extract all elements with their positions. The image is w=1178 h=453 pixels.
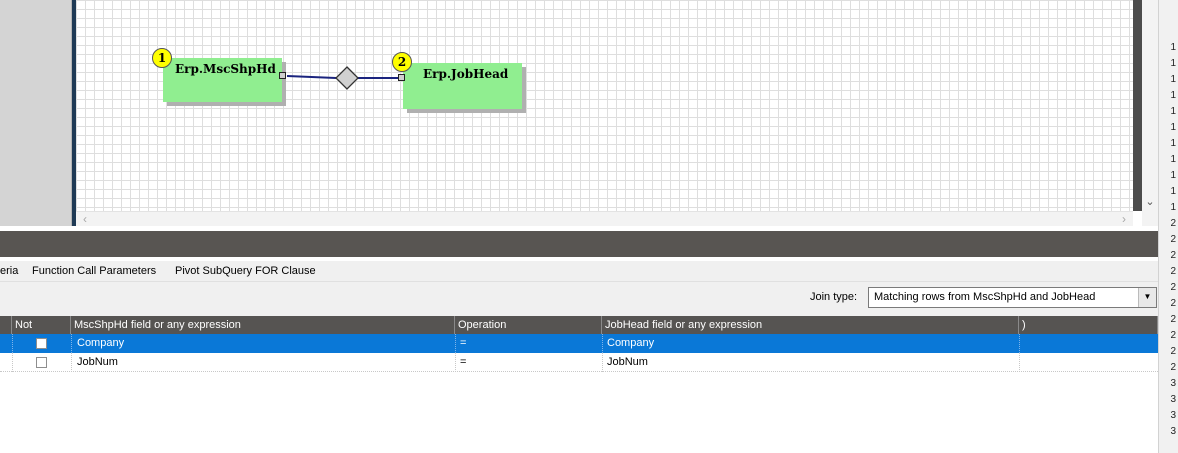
divider [71,353,72,372]
line-number: 1 [1170,42,1176,53]
line-number: 3 [1170,426,1176,437]
left-panel [0,0,72,226]
column-header-not[interactable]: Not [12,316,71,334]
left-field-cell[interactable]: Company [77,337,125,349]
line-number: 2 [1170,346,1176,357]
connector-port-icon[interactable] [279,72,286,79]
panel-header [0,231,1158,257]
not-checkbox[interactable] [36,338,47,349]
line-number: 3 [1170,410,1176,421]
left-field-cell[interactable]: JobNum [77,356,118,368]
scroll-down-icon[interactable]: ⌄ [1145,196,1155,208]
join-conditions-grid: Not MscShpHd field or any expression Ope… [0,316,1158,453]
scroll-right-icon[interactable]: › [1122,212,1126,226]
column-header-operation[interactable]: Operation [455,316,602,334]
chevron-down-icon[interactable]: ▼ [1138,288,1156,307]
table-name: Erp.JobHead [423,67,509,81]
line-number: 2 [1170,234,1176,245]
divider [12,353,13,372]
line-number: 3 [1170,378,1176,389]
horizontal-scrollbar[interactable]: ‹ › [76,211,1133,226]
scroll-left-icon[interactable]: ‹ [83,212,87,226]
divider [455,334,456,353]
divider [602,353,603,372]
line-number: 1 [1170,106,1176,117]
column-header-row-indicator [0,316,12,334]
tab-pivot-subquery[interactable]: Pivot SubQuery FOR Clause [175,265,316,277]
divider [1019,353,1020,372]
panel-splitter[interactable] [72,0,76,226]
table-box-jobhead[interactable]: Erp.JobHead [403,63,522,109]
line-number: 2 [1170,362,1176,373]
divider [71,334,72,353]
line-number: 2 [1170,330,1176,341]
join-type-select[interactable]: Matching rows from MscShpHd and JobHead … [868,287,1157,308]
join-type-label: Join type: [810,291,858,303]
line-number: 1 [1170,74,1176,85]
table-number-badge: 1 [152,48,172,68]
line-number: 3 [1170,394,1176,405]
line-number-column: 1 1 1 1 1 1 1 1 1 1 1 2 2 2 2 2 2 2 2 2 2 3 3 3 3 [1158,0,1178,453]
diagram-canvas[interactable]: Erp.MscShpHd 1 Erp.JobHead 2 [76,0,1133,211]
divider [12,334,13,353]
join-connector [286,66,399,90]
line-number: 2 [1170,250,1176,261]
line-number: 1 [1170,122,1176,133]
line-number: 2 [1170,266,1176,277]
line-number: 2 [1170,282,1176,293]
canvas-border [1133,0,1142,211]
column-header-right-field[interactable]: JobHead field or any expression [602,316,1019,334]
divider [602,334,603,353]
line-number: 2 [1170,314,1176,325]
line-number: 1 [1170,154,1176,165]
right-field-cell[interactable]: JobNum [607,356,648,368]
line-number: 1 [1170,138,1176,149]
vertical-scrollbar[interactable]: ⌄ [1142,0,1158,226]
table-name: Erp.MscShpHd [175,62,276,76]
table-number-badge: 2 [392,52,412,72]
line-number: 1 [1170,186,1176,197]
divider [0,281,1158,282]
join-diamond-icon[interactable] [335,66,359,90]
divider [455,353,456,372]
table-row[interactable]: Company = Company [0,334,1158,353]
column-header-left-field[interactable]: MscShpHd field or any expression [71,316,455,334]
line-number: 2 [1170,218,1176,229]
join-toolbar: Join type: Matching rows from MscShpHd a… [0,282,1158,316]
column-header-close-paren[interactable]: ) [1019,316,1158,334]
join-type-value: Matching rows from MscShpHd and JobHead [874,291,1096,303]
line-number: 1 [1170,90,1176,101]
table-box-mscshphd[interactable]: Erp.MscShpHd [163,58,282,102]
tab-function-call-parameters[interactable]: Function Call Parameters [32,265,157,277]
operation-cell[interactable]: = [460,337,467,349]
right-field-cell[interactable]: Company [607,337,655,349]
table-row[interactable]: JobNum = JobNum [0,353,1158,372]
panel-gap [0,226,1158,231]
not-checkbox[interactable] [36,357,47,368]
line-number: 1 [1170,202,1176,213]
divider [1019,334,1020,353]
connector-port-icon[interactable] [398,74,405,81]
line-number: 2 [1170,298,1176,309]
tab-strip: eria Function Call Parameters Pivot SubQ… [0,261,1158,281]
operation-cell[interactable]: = [460,356,467,368]
line-number: 1 [1170,58,1176,69]
tab-criteria[interactable]: eria [0,265,19,277]
line-number: 1 [1170,170,1176,181]
